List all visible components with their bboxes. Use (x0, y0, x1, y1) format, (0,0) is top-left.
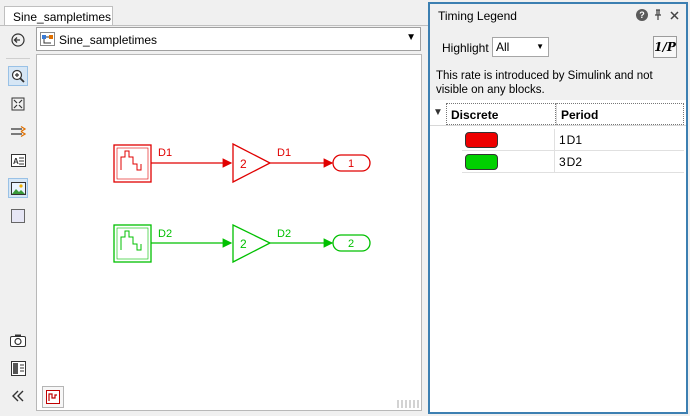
model-editor: Sine_sampletimes A (0, 6, 428, 416)
zoom-button[interactable] (8, 66, 28, 86)
outport-block-1[interactable]: 1 (332, 154, 371, 172)
highlight-selected-value: All (496, 40, 510, 54)
column-header-discrete[interactable]: Discrete (446, 103, 556, 125)
property-inspector-icon (10, 360, 26, 376)
signal-label-d2-b: D2 (277, 228, 291, 240)
zoom-in-icon (11, 69, 25, 83)
toolbar-separator (6, 58, 30, 59)
outport-number-2: 2 (348, 238, 354, 250)
sample-time-icon (46, 390, 60, 404)
collapse-toolbar-icon (12, 390, 24, 402)
annotation-icon: A (10, 153, 26, 167)
help-icon[interactable]: ? (636, 9, 648, 21)
property-inspector-button[interactable] (8, 358, 28, 378)
rate-color-swatch (465, 154, 498, 170)
annotation-button[interactable]: A (8, 150, 28, 170)
rate-info-text: This rate is introduced by Simulink and … (430, 66, 686, 100)
rates-table-header: ▼ Discrete Period (430, 102, 686, 126)
outport-number-1: 1 (348, 158, 354, 170)
gain-value-d1: 2 (240, 157, 247, 171)
chevron-down-icon[interactable]: ▼ (433, 107, 443, 118)
rate-period: 1 (559, 133, 566, 147)
signal-arrow-icon (11, 126, 26, 138)
column-header-period[interactable]: Period (556, 103, 684, 125)
address-path: Sine_sampletimes (59, 33, 158, 47)
resize-grip[interactable] (397, 400, 419, 408)
area-icon (11, 209, 25, 223)
area-button[interactable] (8, 206, 28, 226)
image-button[interactable] (8, 178, 28, 198)
outport-block-2[interactable]: 2 (332, 234, 371, 252)
pin-icon[interactable] (652, 9, 664, 21)
timing-legend-titlebar: Timing Legend ? (430, 4, 686, 28)
signal-label-d2-a: D2 (158, 228, 172, 240)
model-icon (40, 32, 55, 46)
timing-legend-panel: Timing Legend ? Highlight All ▼ 1/P This… (428, 2, 688, 414)
tab-label: Sine_sampletimes (13, 10, 112, 24)
rate-name: D2 (566, 155, 582, 169)
timing-legend-title: Timing Legend (438, 9, 517, 23)
back-button[interactable] (8, 30, 28, 50)
palette-toolbar: A (0, 26, 36, 416)
sine-wave-block-d1[interactable] (113, 144, 152, 183)
tab-model[interactable]: Sine_sampletimes (4, 6, 113, 26)
rate-period: 3 (559, 155, 566, 169)
sample-time-legend-button[interactable] (42, 386, 64, 408)
back-icon (11, 33, 25, 47)
table-row[interactable]: D1 1 (462, 129, 684, 151)
highlight-toolbar: Highlight All ▼ 1/P (430, 28, 686, 66)
period-frequency-toggle-button[interactable]: 1/P (653, 36, 677, 58)
fit-view-icon (11, 97, 25, 111)
table-row[interactable]: D2 3 (462, 151, 684, 173)
fit-view-button[interactable] (8, 94, 28, 114)
image-icon (10, 181, 26, 195)
tab-divider (0, 25, 428, 26)
cell-divider (554, 151, 555, 173)
sine-icon (120, 150, 142, 171)
rate-color-swatch (465, 132, 498, 148)
svg-text:A: A (13, 157, 19, 166)
screenshot-button[interactable] (8, 330, 28, 350)
signal-line-button[interactable] (8, 122, 28, 142)
signal-label-d1-a: D1 (158, 147, 172, 159)
model-canvas[interactable]: D1 2 D1 1 D2 2 D2 (36, 54, 422, 411)
rate-name: D1 (566, 133, 582, 147)
sine-icon (120, 230, 142, 251)
cell-divider (554, 129, 555, 151)
chevron-down-icon: ▼ (536, 42, 544, 51)
close-icon[interactable] (668, 9, 680, 21)
model-address-bar[interactable]: Sine_sampletimes ▼ (36, 27, 421, 51)
screenshot-camera-icon (10, 334, 26, 347)
highlight-dropdown[interactable]: All ▼ (492, 37, 549, 57)
gain-value-d2: 2 (240, 237, 247, 251)
signal-label-d1-b: D1 (277, 147, 291, 159)
chevron-down-icon[interactable]: ▼ (406, 32, 416, 43)
sine-wave-block-d2[interactable] (113, 224, 152, 263)
highlight-label: Highlight (442, 41, 489, 55)
collapse-toolbar-button[interactable] (8, 386, 28, 406)
gain-block-d2[interactable]: 2 (232, 223, 272, 264)
gain-block-d1[interactable]: 2 (232, 142, 272, 184)
period-frequency-label: 1/P (654, 40, 676, 54)
